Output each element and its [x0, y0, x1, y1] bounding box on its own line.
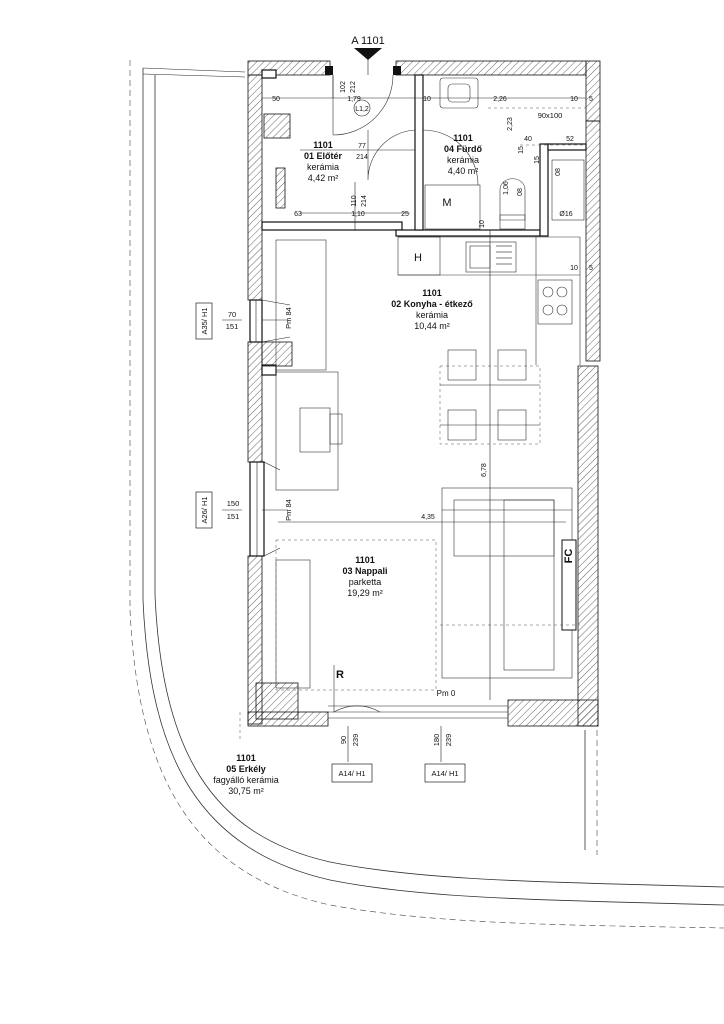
svg-text:1,79: 1,79	[347, 96, 361, 103]
svg-text:A26/ H1: A26/ H1	[200, 496, 209, 523]
svg-text:2,26: 2,26	[493, 96, 507, 103]
svg-text:70: 70	[228, 310, 236, 319]
window-tag-a14-right: 180 239 A14/ H1	[424, 734, 466, 783]
svg-text:1,06: 1,06	[503, 181, 510, 195]
svg-text:10: 10	[423, 96, 431, 103]
svg-text:A14/ H1: A14/ H1	[431, 769, 458, 778]
section-marker-label: A 1101	[351, 35, 384, 47]
room-label-furdo: 1101 04 Fürdő kerámia 4,40 m²	[444, 133, 483, 176]
window-tag-a14-left: 90 239 A14/ H1	[331, 734, 373, 783]
room-label-erkely: 1101 05 Erkély fagyálló kerámia 30,75 m²	[213, 753, 279, 796]
svg-text:25: 25	[401, 211, 409, 218]
fixture-l12: L1,2	[355, 106, 369, 113]
balcony-outline	[129, 60, 724, 929]
svg-text:180: 180	[432, 734, 441, 747]
inner-walls	[255, 69, 587, 720]
svg-text:6,78: 6,78	[481, 463, 488, 477]
svg-text:4,42 m²: 4,42 m²	[308, 173, 339, 183]
fixture-m: M	[442, 197, 451, 209]
svg-text:30,75 m²: 30,75 m²	[228, 786, 264, 796]
fixture-labels: H M R FC L1,2 90x100 Ø16	[336, 99, 575, 681]
svg-text:kerámia: kerámia	[416, 310, 448, 320]
svg-text:90: 90	[339, 736, 348, 744]
svg-text:214: 214	[361, 195, 368, 207]
svg-text:Pm 84: Pm 84	[284, 499, 293, 521]
svg-text:A14/ H1: A14/ H1	[338, 769, 365, 778]
dimension-texts: 50 1,79 10 2,26 10 5 102 212 77 214 2,23…	[272, 81, 593, 698]
doors	[325, 66, 508, 719]
svg-text:1101: 1101	[355, 555, 375, 565]
svg-text:A35/ H1: A35/ H1	[200, 307, 209, 334]
window-tag-a35: A35/ H1 70 151 Pm 84	[195, 302, 293, 340]
outer-walls	[247, 60, 601, 727]
svg-text:08: 08	[517, 188, 524, 196]
svg-text:10: 10	[570, 96, 578, 103]
svg-text:151: 151	[226, 322, 239, 331]
svg-text:02 Konyha - étkező: 02 Konyha - étkező	[391, 299, 473, 309]
svg-text:150: 150	[227, 499, 240, 508]
window-tag-a26: A26/ H1 150 151 Pm 84	[195, 491, 293, 529]
svg-text:4,40 m²: 4,40 m²	[448, 166, 479, 176]
room-label-nappali: 1101 03 Nappali parketta 19,29 m²	[342, 555, 387, 598]
svg-text:5: 5	[589, 265, 593, 272]
svg-text:239: 239	[444, 734, 453, 747]
svg-text:1101: 1101	[422, 288, 442, 298]
svg-text:10: 10	[570, 265, 578, 272]
svg-text:4,35: 4,35	[421, 514, 435, 521]
svg-text:19,29 m²: 19,29 m²	[347, 588, 383, 598]
svg-text:77: 77	[358, 143, 366, 150]
svg-text:1101: 1101	[313, 140, 333, 150]
fixtures	[263, 77, 586, 230]
svg-text:1,10: 1,10	[351, 211, 365, 218]
svg-text:212: 212	[350, 81, 357, 93]
left-window-frames	[249, 299, 291, 557]
svg-text:Pm 0: Pm 0	[437, 689, 456, 698]
svg-text:kerámia: kerámia	[307, 162, 339, 172]
svg-text:239: 239	[351, 734, 360, 747]
svg-text:5: 5	[589, 96, 593, 103]
fixture-pipe: Ø16	[559, 211, 572, 218]
svg-text:08: 08	[555, 168, 562, 176]
svg-text:kerámia: kerámia	[447, 155, 479, 165]
svg-text:102: 102	[340, 81, 347, 93]
svg-text:2,23: 2,23	[507, 117, 514, 131]
fixture-r: R	[336, 669, 344, 681]
fixture-shower: 90x100	[538, 111, 563, 120]
svg-text:Pm 84: Pm 84	[284, 307, 293, 329]
svg-text:parketta: parketta	[349, 577, 382, 587]
living-furniture	[275, 239, 580, 691]
kitchen-fixtures	[397, 236, 581, 445]
svg-text:52: 52	[566, 136, 574, 143]
svg-text:50: 50	[272, 96, 280, 103]
svg-text:10: 10	[479, 220, 486, 228]
svg-text:63: 63	[294, 211, 302, 218]
section-marker: A 1101	[351, 35, 385, 75]
svg-text:110: 110	[351, 195, 358, 206]
svg-text:10,44 m²: 10,44 m²	[414, 321, 450, 331]
room-label-eloter: 1101 01 Előtér kerámia 4,42 m²	[304, 140, 343, 183]
svg-text:05 Erkély: 05 Erkély	[226, 764, 266, 774]
fixture-h: H	[414, 252, 422, 264]
svg-text:1101: 1101	[236, 753, 256, 763]
svg-text:fagyálló kerámia: fagyálló kerámia	[213, 775, 279, 785]
svg-text:214: 214	[356, 154, 368, 161]
svg-text:03 Nappali: 03 Nappali	[342, 566, 387, 576]
room-label-konyha: 1101 02 Konyha - étkező kerámia 10,44 m²	[391, 288, 473, 331]
svg-text:1101: 1101	[453, 133, 473, 143]
svg-text:40: 40	[524, 136, 532, 143]
svg-text:15: 15	[534, 156, 541, 164]
svg-text:15: 15	[518, 146, 525, 154]
dimension-lines	[262, 75, 586, 762]
svg-text:04 Fürdő: 04 Fürdő	[444, 144, 483, 154]
fixture-fc: FC	[563, 549, 575, 564]
svg-text:151: 151	[227, 512, 240, 521]
svg-text:01 Előtér: 01 Előtér	[304, 151, 343, 161]
